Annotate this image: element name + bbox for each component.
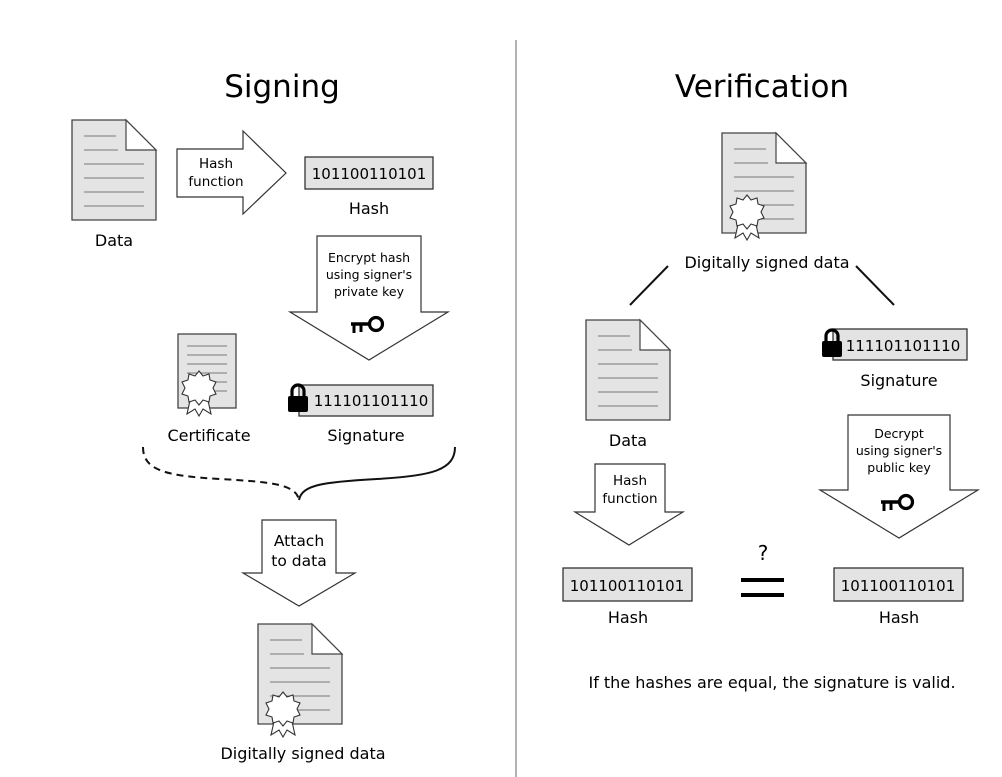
verify-hash-right-box — [833, 567, 964, 602]
hash-function-arrow — [176, 129, 287, 216]
lock-icon — [286, 383, 310, 414]
hash-box — [304, 156, 434, 190]
signature-connector — [298, 446, 456, 501]
verify-hash-left-label: Hash — [608, 608, 648, 627]
encrypt-label-line2: using signer's — [326, 267, 412, 282]
branch-line-right — [855, 265, 895, 306]
decrypt-label-line3: public key — [867, 460, 931, 475]
certificate-label: Certificate — [167, 426, 250, 445]
verify-hash-function-arrow — [572, 463, 686, 546]
verify-hash-right-label: Hash — [879, 608, 919, 627]
lock-icon — [820, 328, 844, 359]
signing-title: Signing — [224, 69, 340, 105]
hash-label: Hash — [349, 199, 389, 218]
certificate-icon — [177, 333, 237, 417]
signed-document-icon — [257, 623, 343, 738]
attach-arrow — [240, 519, 358, 607]
data-label: Data — [95, 231, 133, 250]
question-mark: ? — [758, 541, 769, 565]
signature-label: Signature — [327, 426, 404, 445]
verify-hash-fn-line1: Hash — [613, 473, 647, 489]
verify-signed-data-label: Digitally signed data — [684, 253, 849, 272]
hash-function-label-line1: Hash — [199, 156, 233, 172]
signed-data-label: Digitally signed data — [220, 744, 385, 763]
hash-function-label-line2: function — [188, 174, 243, 190]
verify-hash-left-value: 101100110101 — [570, 577, 685, 595]
verify-data-label: Data — [609, 431, 647, 450]
hash-value: 101100110101 — [312, 165, 427, 183]
equals-icon — [741, 578, 784, 597]
verify-hash-right-value: 101100110101 — [841, 577, 956, 595]
verify-hash-fn-line2: function — [602, 491, 657, 507]
verification-title: Verification — [675, 69, 849, 105]
verify-signature-label: Signature — [860, 371, 937, 390]
conclusion-text: If the hashes are equal, the signature i… — [588, 673, 955, 692]
verify-data-document-icon — [585, 319, 671, 421]
branch-line-left — [629, 265, 669, 306]
data-document-icon — [71, 119, 157, 221]
verify-signature-value: 111101101110 — [846, 337, 961, 355]
encrypt-hash-arrow — [287, 235, 451, 361]
verify-hash-left-box — [562, 567, 693, 602]
signed-document-icon — [721, 132, 807, 241]
encrypt-label-line1: Encrypt hash — [328, 250, 410, 265]
decrypt-label-line2: using signer's — [856, 443, 942, 458]
certificate-connector — [142, 446, 300, 501]
encrypt-label-line3: private key — [334, 284, 405, 299]
attach-label-line1: Attach — [274, 532, 324, 550]
signature-value: 111101101110 — [314, 392, 429, 410]
decrypt-label-line1: Decrypt — [874, 426, 924, 441]
verify-signature-box — [832, 328, 968, 361]
decrypt-arrow — [817, 414, 981, 539]
attach-label-line2: to data — [271, 552, 326, 570]
